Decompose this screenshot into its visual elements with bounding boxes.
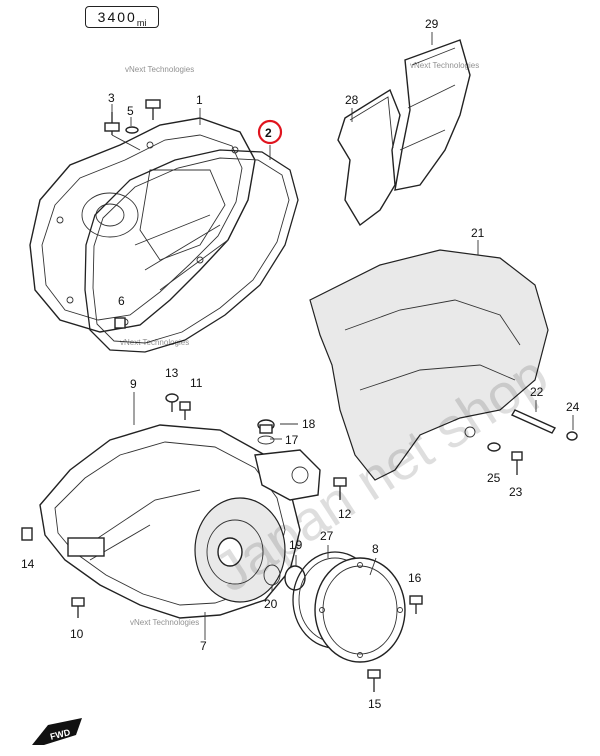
part-label-17: 17 <box>285 433 299 447</box>
part-label-23: 23 <box>509 485 523 499</box>
o-ring-17 <box>257 435 275 445</box>
washer-5 <box>125 126 139 134</box>
part-label-22: 22 <box>530 385 544 399</box>
part-label-27: 27 <box>320 529 334 543</box>
clutch-cover-gasket <box>84 149 299 353</box>
part-label-15: 15 <box>368 697 382 711</box>
pin-22 <box>510 409 557 434</box>
model-code: 3400 <box>97 9 137 25</box>
model-code-box: 3400mi <box>85 6 159 28</box>
bolt-12 <box>333 477 347 500</box>
part-label-12: 12 <box>338 507 352 521</box>
bolt-11 <box>179 401 191 420</box>
part-label-14: 14 <box>21 557 35 571</box>
part-label-6: 6 <box>118 294 125 308</box>
bolt-10 <box>71 597 85 618</box>
part-label-18: 18 <box>302 417 316 431</box>
part-label-8: 8 <box>372 542 379 556</box>
plug-18 <box>257 419 275 434</box>
dowel-14 <box>21 527 33 541</box>
leader-lines <box>111 32 574 640</box>
part-label-20: 20 <box>264 597 278 611</box>
bolt-3 <box>104 112 141 151</box>
washer-25 <box>487 442 501 452</box>
highlight-ring <box>257 119 283 145</box>
cover-8 <box>314 557 406 663</box>
part-label-24: 24 <box>566 400 580 414</box>
part-label-7: 7 <box>200 639 207 653</box>
part-label-25: 25 <box>487 471 501 485</box>
part-label-21: 21 <box>471 226 485 240</box>
brand-mark-3: vNext Technologies <box>120 338 189 347</box>
part-label-29: 29 <box>425 17 439 31</box>
bolt-4 <box>145 99 161 120</box>
part-label-9: 9 <box>130 377 137 391</box>
part-label-2: 2 <box>265 126 272 140</box>
part-label-10: 10 <box>70 627 84 641</box>
bolt-16 <box>409 595 423 614</box>
generator-cover-7 <box>39 424 301 619</box>
part-label-11: 11 <box>190 376 203 390</box>
bolt-13 <box>165 393 179 412</box>
fwd-arrow: FWD <box>32 718 82 745</box>
sprocket-cover-21 <box>309 249 549 481</box>
part-label-3: 3 <box>108 91 115 105</box>
brand-mark-2: vNext Technologies <box>410 61 479 70</box>
bracket-assembly <box>254 449 321 501</box>
part-label-16: 16 <box>408 571 422 585</box>
part-labels: 1 2 3 5 6 7 8 9 10 11 12 13 14 15 16 17 … <box>21 17 580 711</box>
part-label-19: 19 <box>289 538 303 552</box>
part-label-13: 13 <box>165 366 179 380</box>
brand-mark-4: vNext Technologies <box>130 618 199 627</box>
brand-mark-1: vNext Technologies <box>125 65 194 74</box>
fwd-label: FWD <box>49 727 72 742</box>
model-suffix: mi <box>136 17 147 28</box>
plug-19 <box>284 565 306 591</box>
part-label-1: 1 <box>196 93 203 107</box>
cover-29 <box>394 39 471 191</box>
plug-6 <box>114 317 126 329</box>
part-label-5: 5 <box>127 104 134 118</box>
bolt-15 <box>367 669 381 692</box>
part-label-28: 28 <box>345 93 359 107</box>
bolt-24 <box>566 431 578 441</box>
cover-28 <box>337 88 401 227</box>
bolt-23 <box>511 451 523 475</box>
